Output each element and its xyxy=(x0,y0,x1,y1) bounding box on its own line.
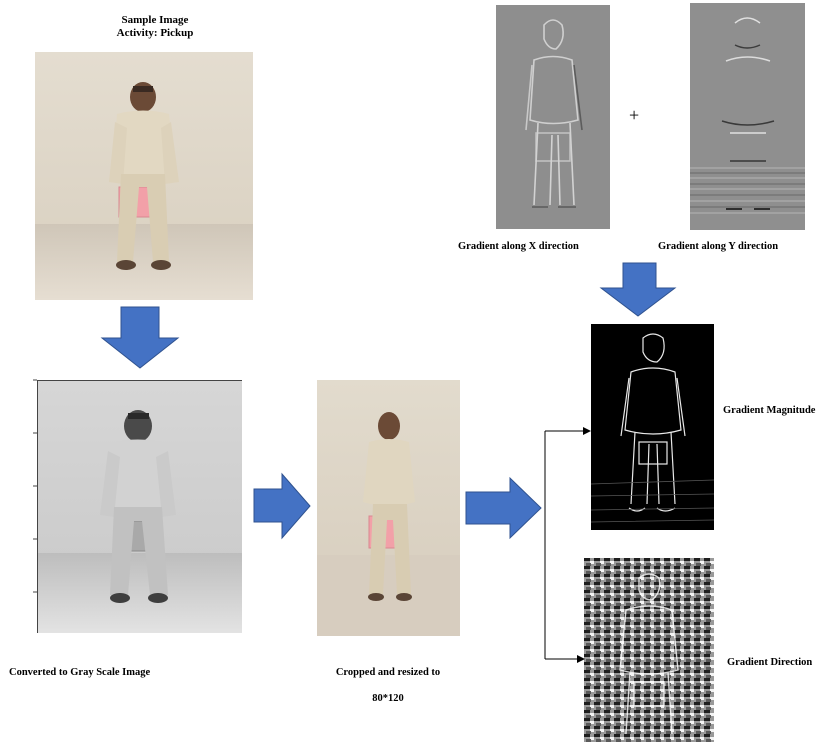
arrow-down-gradients xyxy=(601,263,675,316)
direction-label: Gradient Direction xyxy=(727,657,812,668)
grad-y-label: Gradient along Y direction xyxy=(658,241,778,252)
cropped-image xyxy=(317,380,460,636)
sample-image-title: Sample Image Activity: Pickup xyxy=(85,14,225,40)
gradient-direction-image xyxy=(584,558,714,742)
plus-sign: + xyxy=(629,105,639,126)
gradient-magnitude-image xyxy=(591,324,714,530)
gradient-y-image xyxy=(690,3,805,230)
sample-title-line2: Activity: Pickup xyxy=(85,27,225,40)
magnitude-label: Gradient Magnitude xyxy=(723,405,815,416)
split-connector xyxy=(545,431,586,659)
grayscale-image xyxy=(37,380,242,633)
cropped-label-line2: 80*120 xyxy=(318,693,458,704)
arrow-right-gray xyxy=(254,474,310,538)
arrow-right-cropped xyxy=(466,478,541,538)
sample-color-image xyxy=(35,52,253,300)
cropped-label-line1: Cropped and resized to xyxy=(318,667,458,678)
connector-arrowhead-top xyxy=(583,427,591,435)
sample-title-line1: Sample Image xyxy=(85,14,225,27)
grad-x-label: Gradient along X direction xyxy=(458,241,579,252)
gradient-x-image xyxy=(496,5,610,229)
arrow-down-sample xyxy=(102,307,178,368)
gray-label: Converted to Gray Scale Image xyxy=(9,667,150,678)
